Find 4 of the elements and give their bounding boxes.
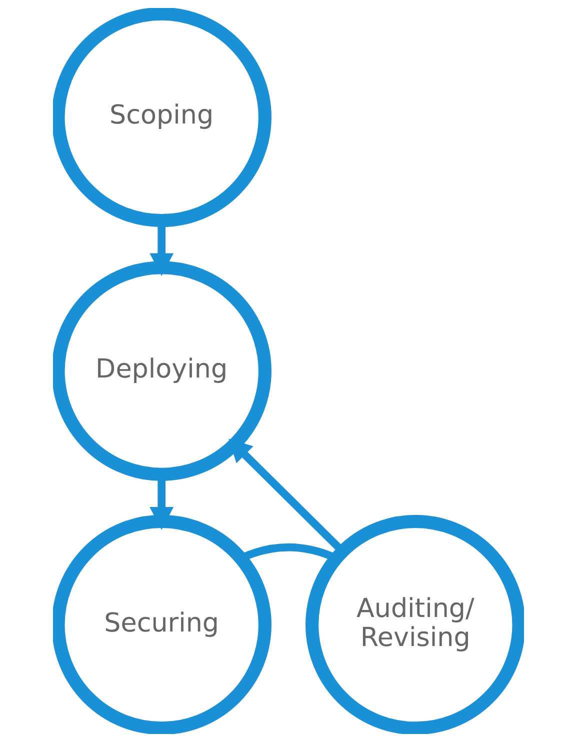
- node-circle: Auditing/ Revising: [305, 514, 524, 734]
- node-circle: Deploying: [52, 261, 271, 481]
- node-circle: Scoping: [52, 8, 271, 228]
- node-circle: Securing: [52, 514, 271, 734]
